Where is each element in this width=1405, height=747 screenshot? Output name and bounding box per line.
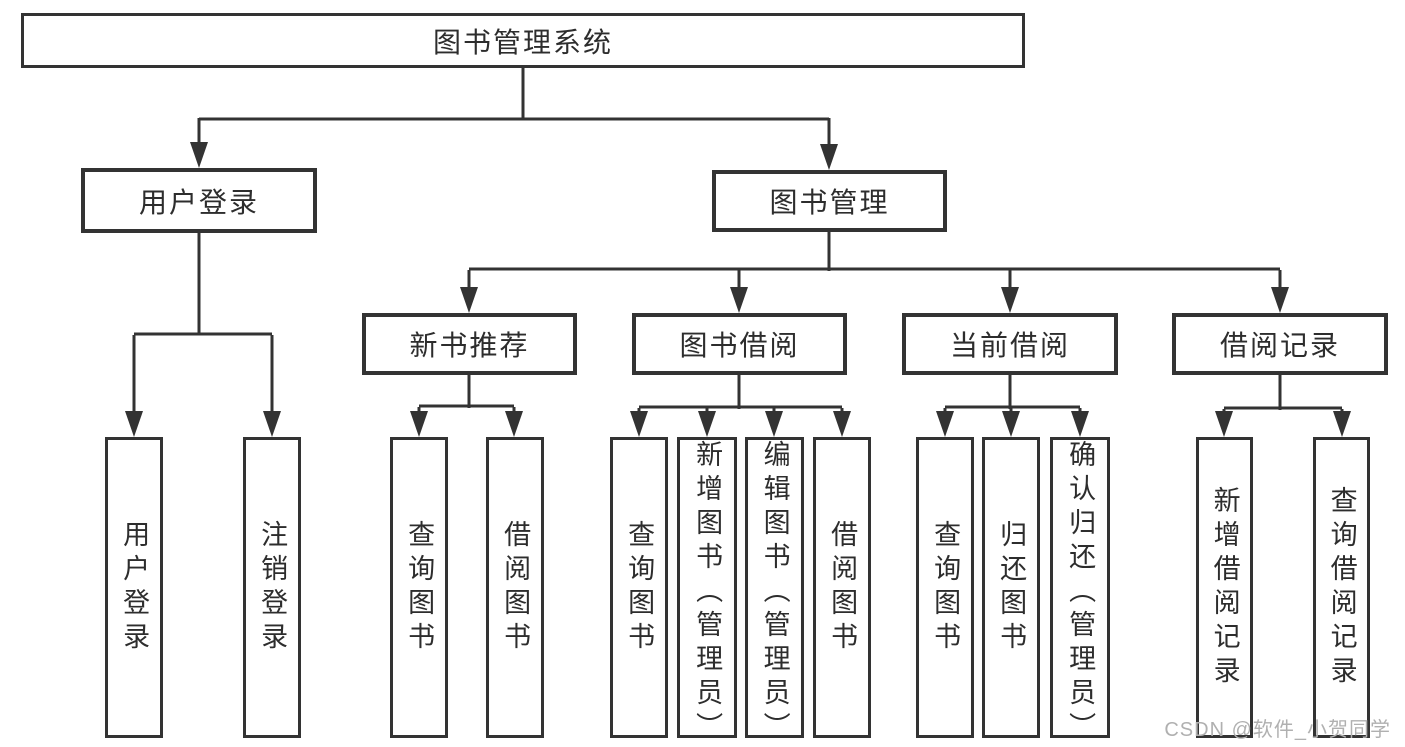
- leaf-add-book-admin: 新增图书（管理员）: [677, 437, 737, 746]
- leaf-confirm-return-admin-label: 确认归还（管理员）: [1065, 440, 1096, 746]
- leaf-query-book-recommend-label: 查询图书: [404, 519, 435, 656]
- leaf-edit-book-admin: 编辑图书（管理员）: [745, 437, 804, 746]
- csdn-watermark: CSDN @软件_小贺同学: [1164, 719, 1391, 741]
- leaf-confirm-return-admin: 确认归还（管理员）: [1050, 437, 1110, 746]
- leaf-logout-login: 注销登录: [243, 437, 301, 738]
- leaf-query-borrow-record: 查询借阅记录: [1313, 437, 1370, 738]
- node-book-management: 图书管理: [712, 170, 947, 232]
- node-library-management-system: 图书管理系统: [21, 13, 1025, 68]
- leaf-add-borrow-record: 新增借阅记录: [1196, 437, 1253, 738]
- leaf-borrow-book-label: 借阅图书: [827, 519, 858, 656]
- leaf-query-borrow-record-label: 查询借阅记录: [1326, 485, 1357, 690]
- leaf-query-book-borrow-label: 查询图书: [624, 519, 655, 656]
- leaf-add-borrow-record-label: 新增借阅记录: [1209, 485, 1240, 690]
- leaf-logout-login-label: 注销登录: [257, 519, 288, 656]
- leaf-query-book-current: 查询图书: [916, 437, 974, 738]
- leaf-return-book-label: 归还图书: [996, 519, 1027, 656]
- leaf-user-login-label: 用户登录: [119, 519, 150, 656]
- node-current-borrow: 当前借阅: [902, 313, 1118, 375]
- leaf-borrow-book-recommend: 借阅图书: [486, 437, 544, 738]
- leaf-edit-book-admin-label: 编辑图书（管理员）: [759, 440, 790, 746]
- leaf-add-book-admin-label: 新增图书（管理员）: [692, 440, 723, 746]
- leaf-query-book-borrow: 查询图书: [610, 437, 668, 738]
- leaf-query-book-recommend: 查询图书: [390, 437, 448, 738]
- leaf-query-book-current-label: 查询图书: [930, 519, 961, 656]
- node-user-login: 用户登录: [81, 168, 317, 233]
- node-book-borrow: 图书借阅: [632, 313, 847, 375]
- leaf-borrow-book: 借阅图书: [813, 437, 871, 738]
- leaf-return-book: 归还图书: [982, 437, 1040, 738]
- leaf-borrow-book-recommend-label: 借阅图书: [500, 519, 531, 656]
- leaf-user-login: 用户登录: [105, 437, 163, 738]
- node-borrow-record: 借阅记录: [1172, 313, 1388, 375]
- arrowheads: [125, 142, 1351, 437]
- node-new-book-recommend: 新书推荐: [362, 313, 577, 375]
